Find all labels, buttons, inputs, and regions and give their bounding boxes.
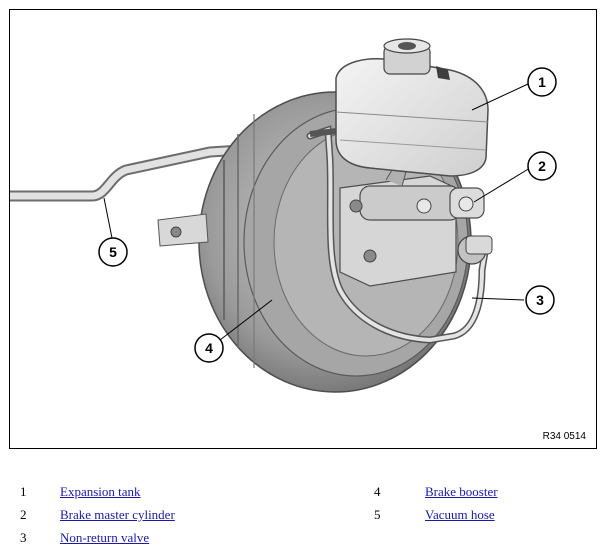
callout-leaders: [103, 83, 531, 341]
legend-number: 2: [20, 507, 27, 522]
expansion-tank: [335, 38, 489, 177]
legend-item: 3 Non-return valve: [0, 530, 300, 550]
legend-item: 1 Expansion tank: [0, 484, 300, 504]
legend-link-brake-booster[interactable]: Brake booster: [425, 484, 498, 499]
non-return-valve: [457, 235, 493, 265]
svg-text:4: 4: [205, 340, 213, 356]
callout-2: 2: [527, 151, 557, 181]
legend-item: 4 Brake booster: [0, 484, 605, 504]
callout-1: 1: [527, 67, 557, 97]
legend-number: 3: [20, 530, 27, 545]
parts-legend: 1 Expansion tank 2 Brake master cylinder…: [0, 478, 605, 554]
legend-link-expansion-tank[interactable]: Expansion tank: [60, 484, 141, 499]
brake-booster-illustration: 1 2 3 4 5: [10, 38, 557, 393]
brake-master-cylinder: [339, 169, 485, 287]
legend-link-brake-master-cylinder[interactable]: Brake master cylinder: [60, 507, 175, 522]
legend-item: 2 Brake master cylinder: [0, 507, 300, 527]
legend-number: 1: [20, 484, 27, 499]
diagram-frame: 1 2 3 4 5 R34 0514: [9, 9, 597, 449]
callout-3: 3: [525, 285, 555, 315]
legend-link-vacuum-hose[interactable]: Vacuum hose: [425, 507, 495, 522]
svg-text:2: 2: [538, 158, 546, 174]
callout-4: 4: [194, 333, 224, 363]
legend-item: 5 Vacuum hose: [0, 507, 605, 527]
legend-link-non-return-valve[interactable]: Non-return valve: [60, 530, 150, 545]
callout-5: 5: [98, 237, 128, 267]
svg-text:5: 5: [109, 244, 117, 260]
svg-text:1: 1: [538, 74, 546, 90]
legend-number: 4: [374, 484, 381, 499]
svg-text:3: 3: [536, 292, 544, 308]
figure-reference-code: R34 0514: [542, 431, 586, 442]
legend-number: 5: [374, 507, 381, 522]
